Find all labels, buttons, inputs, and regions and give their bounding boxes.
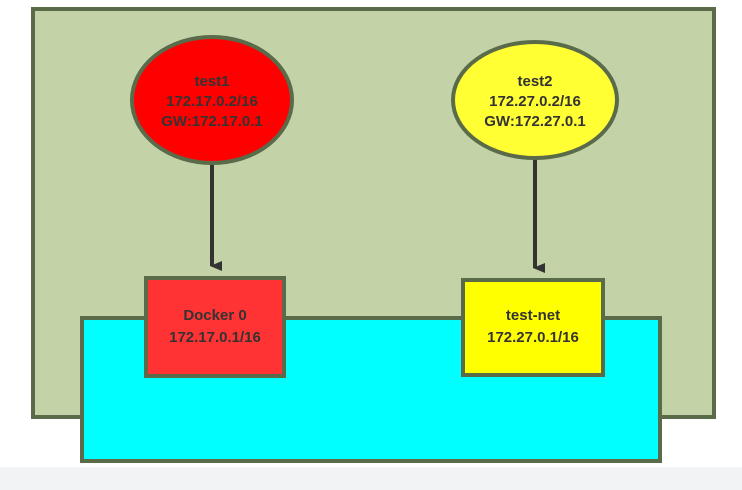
bridge-name: test-net (506, 307, 560, 324)
container-ellipse-test1 (130, 35, 294, 165)
container-node-test1: test1 172.17.0.2/16 GW:172.17.0.1 (130, 35, 294, 165)
container-ip: 172.17.0.2/16 (166, 93, 258, 110)
container-gateway: GW:172.27.0.1 (484, 113, 585, 130)
bottom-strip (0, 467, 742, 490)
container-gateway: GW:172.17.0.1 (161, 113, 262, 130)
bridge-node-docker0: Docker 0 172.17.0.1/16 (144, 276, 286, 378)
bridge-ip: 172.17.0.1/16 (169, 329, 261, 346)
container-ellipse-test2 (451, 40, 619, 160)
bridge-ip: 172.27.0.1/16 (487, 329, 579, 346)
bridge-box-test-net (461, 278, 605, 377)
container-name: test1 (194, 73, 229, 90)
network-diagram: test1 172.17.0.2/16 GW:172.17.0.1 test2 … (31, 7, 716, 463)
bridge-node-test-net: test-net 172.27.0.1/16 (461, 278, 605, 377)
bridge-name: Docker 0 (183, 307, 246, 324)
container-node-test2: test2 172.27.0.2/16 GW:172.27.0.1 (451, 40, 619, 160)
container-ip: 172.27.0.2/16 (489, 93, 581, 110)
bridge-box-docker0 (144, 276, 286, 378)
container-name: test2 (517, 73, 552, 90)
